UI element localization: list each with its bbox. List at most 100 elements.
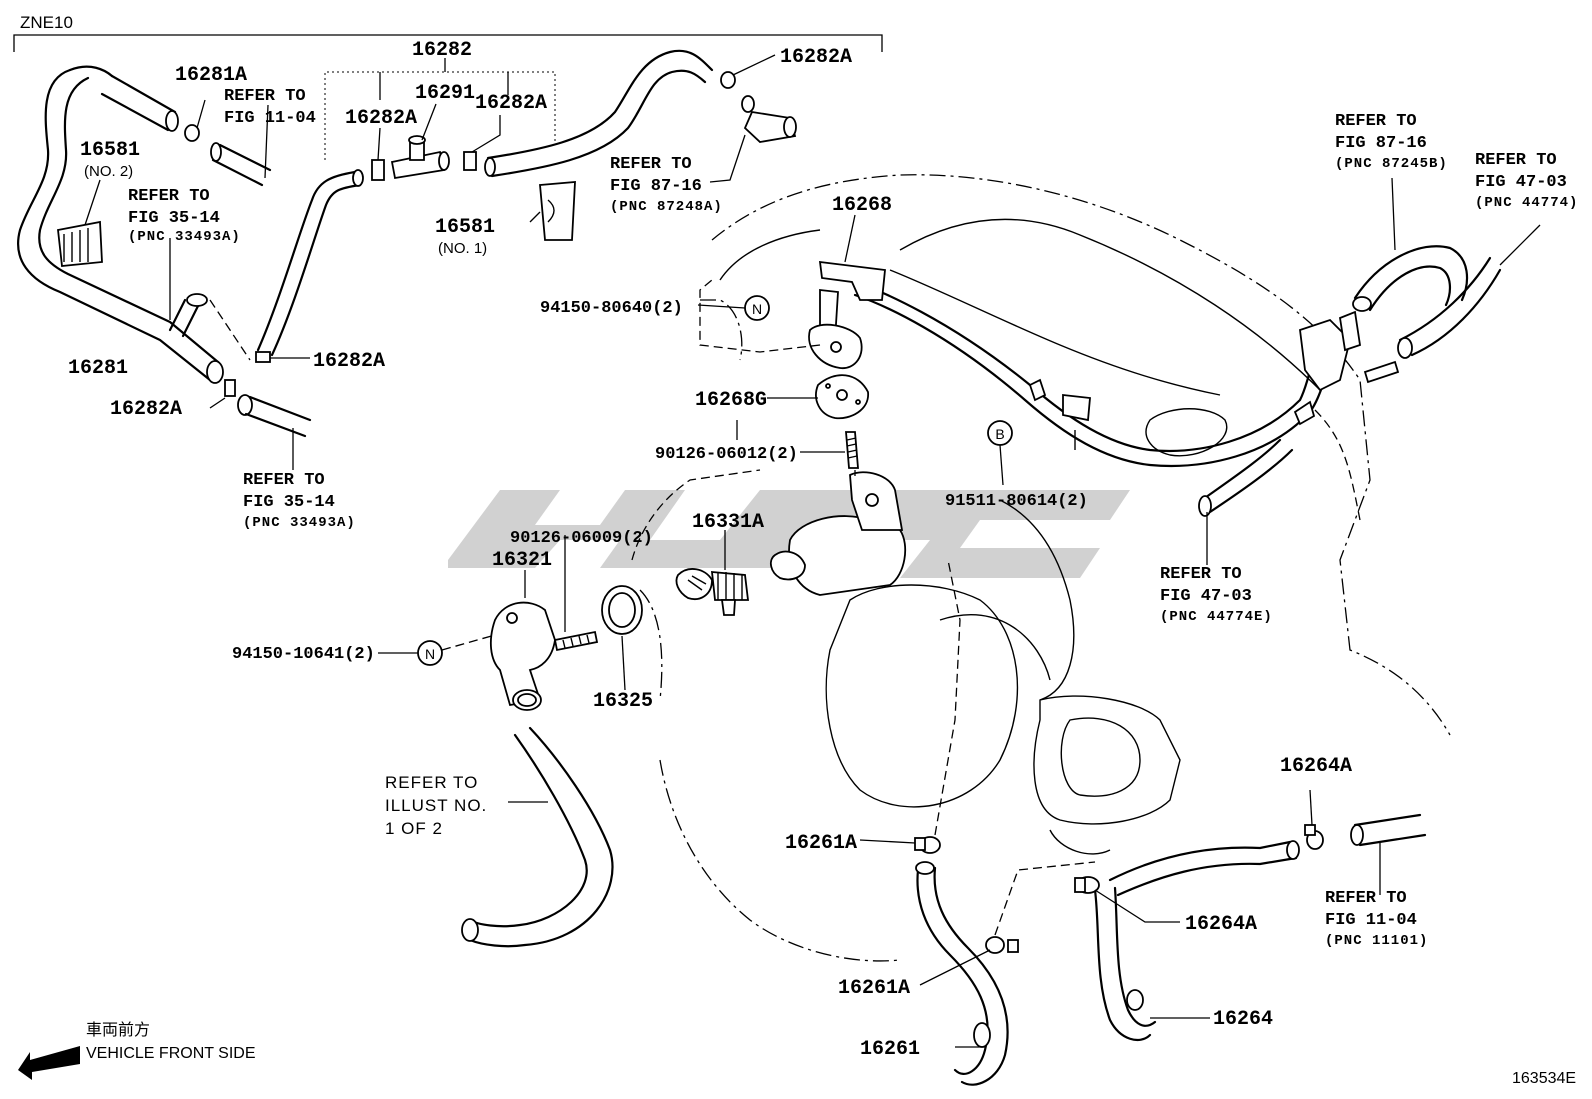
ref-fig87-mid-l3: (PNC 87248A) (610, 199, 723, 215)
hose-fig47-right (1397, 224, 1541, 359)
ref-illust-l3: 1 OF 2 (385, 819, 443, 838)
outlet-16321 (489, 570, 556, 711)
label-16282A-left-mid: 16282A (313, 350, 385, 373)
clamp-16264A-upper (1304, 789, 1324, 850)
hose-16264 (1093, 886, 1210, 1042)
pipe-16268 (808, 214, 1337, 467)
ref-fig35-lower-l2: FIG 35-14 (243, 493, 335, 512)
label-94150-10641: 94150-10641(2) (232, 645, 375, 664)
tube-upper-left (100, 74, 179, 132)
model-code: ZNE10 (20, 13, 73, 32)
ref-fig47-mid-l1: REFER TO (1160, 565, 1242, 584)
ref-fig47-right-l3: (PNC 44774) (1475, 195, 1578, 211)
clamp-16282A-bottom-left (209, 379, 236, 409)
stud-90126-06012 (736, 420, 859, 469)
direction-label-en: VEHICLE FRONT SIDE (86, 1045, 256, 1062)
bracket-right (1293, 310, 1400, 426)
label-16281: 16281 (68, 357, 128, 380)
hose-16281 (17, 65, 224, 384)
label-16282A-bottom-left: 16282A (110, 398, 182, 421)
label-16282: 16282 (412, 39, 472, 62)
clamp-16282A-upper-mid (463, 115, 501, 171)
hose-16282 (256, 169, 364, 357)
ref-illust-l2: ILLUST NO. (385, 796, 487, 815)
hose-16264-upper (1108, 840, 1300, 897)
label-16264A-upper: 16264A (1280, 755, 1352, 778)
ref-fig35-upper-l1: REFER TO (128, 187, 210, 206)
label-16321: 16321 (492, 549, 552, 572)
symbol-n-upper-text: N (752, 301, 762, 317)
fitting-fig35-lower (237, 394, 312, 470)
label-16581-no2-sub: (NO. 2) (84, 163, 133, 180)
clip-16581-no1 (529, 181, 576, 241)
label-16291: 16291 (415, 82, 475, 105)
ref-fig35-lower-l1: REFER TO (243, 471, 325, 490)
symbol-n-upper: N (697, 295, 770, 321)
ref-fig87-mid-l2: FIG 87-16 (610, 177, 702, 196)
ref-fig11-top-l1: REFER TO (224, 87, 306, 106)
label-16331A: 16331A (692, 511, 764, 534)
label-16268G: 16268G (695, 389, 767, 412)
ref-fig11-bottom-l2: FIG 11-04 (1325, 911, 1417, 930)
symbol-b-text: B (995, 426, 1004, 442)
clamp-16261A-upper (859, 836, 941, 854)
symbol-b: B (987, 420, 1013, 486)
ref-fig47-mid-l2: FIG 47-03 (1160, 587, 1252, 606)
ref-fig11-bottom-l3: (PNC 11101) (1325, 933, 1428, 949)
ref-fig35-upper-l2: FIG 35-14 (128, 209, 220, 228)
ref-fig35-lower-l3: (PNC 33493A) (243, 515, 356, 531)
label-94150-80640: 94150-80640(2) (540, 299, 683, 318)
label-16325: 16325 (593, 690, 653, 713)
label-16261A-upper: 16261A (785, 832, 857, 855)
ref-fig87-right-l2: FIG 87-16 (1335, 134, 1427, 153)
hose-upper-right (484, 49, 714, 178)
clamp-16264A-lower (1074, 876, 1180, 923)
direction-label-jp: 車両前方 (86, 1021, 150, 1039)
ref-fig35-upper-l3: (PNC 33493A) (128, 229, 241, 245)
hose-fig47-mid (1198, 438, 1294, 565)
label-91511-80614: 91511-80614(2) (945, 492, 1088, 511)
ref-fig87-right-l1: REFER TO (1335, 112, 1417, 131)
ref-fig47-right-l1: REFER TO (1475, 151, 1557, 170)
valve-fig87-mid (709, 95, 797, 183)
fitting-16291 (390, 103, 450, 180)
hose-fig87-right (1352, 177, 1468, 312)
clip-16581-no2 (57, 179, 103, 267)
hose-illust (461, 726, 614, 948)
ref-fig11-top-l2: FIG 11-04 (224, 109, 316, 128)
ref-fig87-mid-l1: REFER TO (610, 155, 692, 174)
stud-90126-06009 (553, 535, 599, 652)
label-16282A-top-right: 16282A (780, 46, 852, 69)
ref-fig47-mid-l3: (PNC 44774E) (1160, 609, 1273, 625)
symbol-n-lower-text: N (425, 646, 435, 662)
figure-id: 163534E (1512, 1070, 1576, 1087)
label-16581-no2: 16581 (80, 139, 140, 162)
gasket-16268G (767, 374, 869, 420)
label-16261A-lower: 16261A (838, 977, 910, 1000)
label-90126-06009: 90126-06009(2) (510, 529, 653, 548)
vehicle-front-arrow (18, 1046, 80, 1080)
model-bracket (13, 34, 883, 52)
pipe-fig11-bottom (1350, 813, 1427, 895)
label-16581-no1-sub: (NO. 1) (438, 240, 487, 257)
label-16261: 16261 (860, 1038, 920, 1061)
ref-fig87-right-l3: (PNC 87245B) (1335, 156, 1448, 172)
hose-16261 (915, 861, 1009, 1086)
label-16268: 16268 (832, 194, 892, 217)
thermostat-16331A (675, 530, 750, 616)
ref-illust-l1: REFER TO (385, 773, 478, 792)
engine-outline (639, 174, 1451, 962)
gasket-16325 (601, 585, 643, 691)
label-90126-06012: 90126-06012(2) (655, 445, 798, 464)
fitting-fig35-upper (168, 238, 208, 338)
clamp-16282A-top-right (720, 54, 776, 89)
watermark-logo (448, 490, 1130, 578)
symbol-n-lower: N (378, 634, 496, 666)
label-16264: 16264 (1213, 1008, 1273, 1031)
clamp-16281A (184, 99, 206, 142)
clamp-16282A-middle (371, 127, 385, 181)
clamp-16261A-lower (919, 936, 1019, 986)
label-16281A: 16281A (175, 64, 247, 87)
ref-fig11-bottom-l1: REFER TO (1325, 889, 1407, 908)
